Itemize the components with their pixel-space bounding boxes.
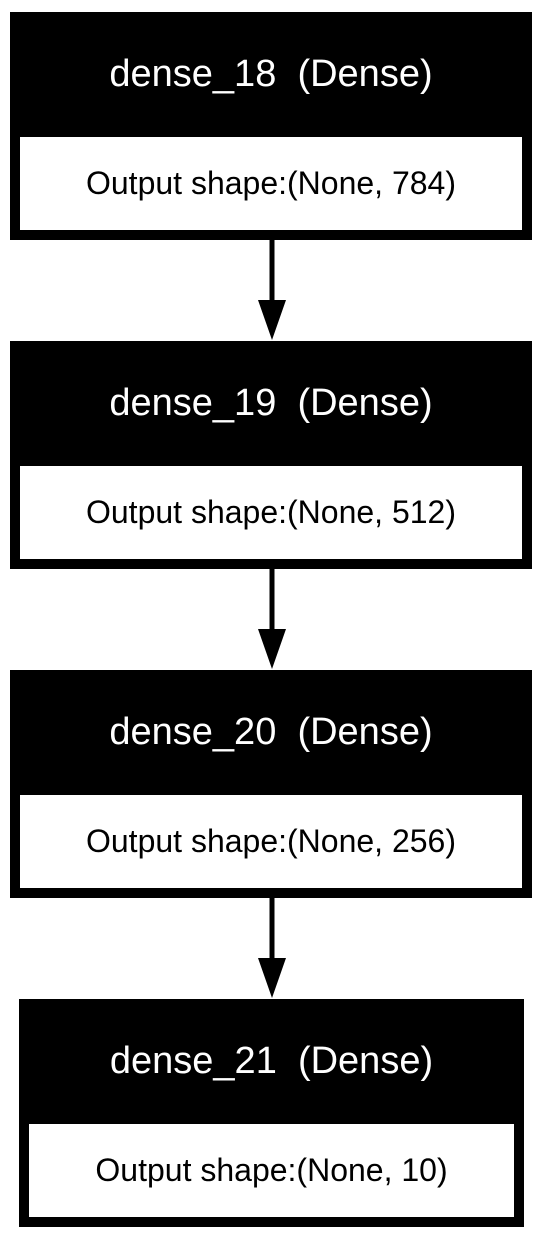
output-shape-label: Output shape: <box>85 494 288 530</box>
output-shape-value: (None, 256) <box>287 823 456 859</box>
edge-arrow-1 <box>258 240 286 340</box>
layer-node-dense-20: dense_20 (Dense) Output shape:(None, 256… <box>10 670 532 898</box>
layer-name: dense_18 <box>109 53 277 95</box>
layer-title: dense_19 (Dense) <box>10 341 532 466</box>
layer-title: dense_21 (Dense) <box>19 999 524 1124</box>
layer-title: dense_20 (Dense) <box>10 670 532 795</box>
edge-arrow-3 <box>258 898 286 998</box>
layer-name: dense_20 <box>109 711 277 753</box>
output-shape-row: Output shape:(None, 10) <box>29 1124 514 1217</box>
layer-type: (Dense) <box>297 382 433 424</box>
output-shape-label: Output shape: <box>85 823 288 859</box>
layer-name: dense_19 <box>109 382 277 424</box>
output-shape-value: (None, 10) <box>296 1152 448 1188</box>
layer-type: (Dense) <box>297 1040 434 1082</box>
output-shape-row: Output shape:(None, 256) <box>20 795 522 888</box>
layer-name: dense_21 <box>109 1040 277 1082</box>
layer-title: dense_18 (Dense) <box>10 12 532 137</box>
output-shape-value: (None, 512) <box>287 494 456 530</box>
layer-type: (Dense) <box>297 53 433 95</box>
output-shape-label: Output shape: <box>95 1152 297 1188</box>
output-shape-value: (None, 784) <box>287 165 456 201</box>
layer-node-dense-19: dense_19 (Dense) Output shape:(None, 512… <box>10 341 532 569</box>
layer-type: (Dense) <box>297 711 433 753</box>
output-shape-row: Output shape:(None, 784) <box>20 137 522 230</box>
output-shape-row: Output shape:(None, 512) <box>20 466 522 559</box>
layer-node-dense-21: dense_21 (Dense) Output shape:(None, 10) <box>19 999 524 1227</box>
layer-node-dense-18: dense_18 (Dense) Output shape:(None, 784… <box>10 12 532 240</box>
output-shape-label: Output shape: <box>85 165 288 201</box>
edge-arrow-2 <box>258 569 286 669</box>
